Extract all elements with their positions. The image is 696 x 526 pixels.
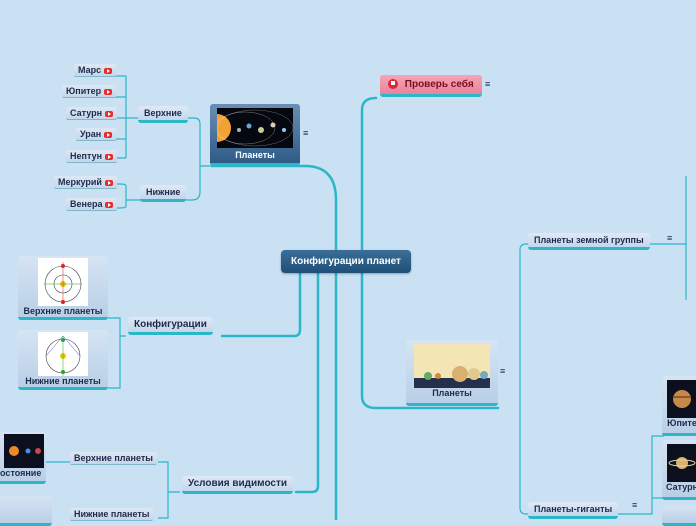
note-icon[interactable]: ≡	[500, 366, 506, 376]
right-planets-card[interactable]: Планеты	[406, 340, 498, 406]
partial-card-right	[662, 506, 696, 526]
youtube-icon[interactable]	[105, 110, 114, 117]
note-icon[interactable]: ≡	[632, 500, 638, 510]
jupiter-card[interactable]: Юпите	[662, 376, 696, 436]
partial-card-bottom	[0, 496, 52, 526]
planet-venus-label: Венера	[70, 199, 103, 209]
lower-config-card[interactable]: Нижние планеты	[18, 330, 108, 390]
jupiter-image	[667, 380, 696, 418]
terrestrial-topic[interactable]: Планеты земной группы	[528, 233, 650, 250]
upper-config-diagram	[38, 258, 88, 306]
visibility-topic[interactable]: Условия видимости	[182, 476, 294, 494]
root-topic[interactable]: Конфигурации планет	[281, 250, 411, 273]
planet-saturn[interactable]: Сатурн	[66, 107, 118, 120]
planet-jupiter[interactable]: Юпитер	[62, 85, 117, 98]
planet-mars-label: Марс	[78, 65, 102, 75]
opposition-image	[4, 434, 44, 468]
planets-card-label: Планеты	[235, 150, 275, 160]
youtube-icon[interactable]	[104, 179, 113, 186]
planet-jupiter-label: Юпитер	[66, 86, 102, 96]
visibility-lower[interactable]: Нижние планеты	[70, 508, 154, 521]
planet-venus[interactable]: Венера	[66, 198, 118, 211]
upper-planets-topic[interactable]: Верхние	[138, 106, 188, 123]
visibility-upper-label: Верхние планеты	[74, 453, 153, 463]
planet-uranus[interactable]: Уран	[76, 128, 117, 141]
planet-neptune-label: Нептун	[70, 151, 103, 161]
note-icon[interactable]: ≡	[303, 128, 309, 138]
solar-system-image	[217, 108, 293, 148]
right-planets-card-label: Планеты	[432, 388, 472, 398]
planets-card[interactable]: Планеты	[210, 104, 300, 166]
upper-config-card[interactable]: Верхние планеты	[18, 256, 108, 320]
saturn-card[interactable]: Сатурн	[662, 440, 696, 500]
giants-topic[interactable]: Планеты-гиганты	[528, 502, 619, 519]
planet-uranus-label: Уран	[80, 129, 102, 139]
youtube-icon[interactable]	[105, 153, 114, 160]
note-icon[interactable]: ≡	[485, 79, 491, 89]
terrestrial-label: Планеты земной группы	[534, 235, 644, 245]
flag-icon	[388, 79, 398, 90]
lower-config-label: Нижние планеты	[25, 376, 101, 386]
check-yourself-label: Проверь себя	[404, 79, 474, 90]
configurations-label: Конфигурации	[134, 319, 207, 330]
youtube-icon[interactable]	[104, 88, 113, 95]
opposition-label: востояние	[0, 468, 42, 478]
lower-config-diagram	[38, 332, 88, 376]
planets-size-image	[414, 344, 490, 388]
visibility-label: Условия видимости	[188, 478, 288, 489]
planet-saturn-label: Сатурн	[70, 108, 103, 118]
root-label: Конфигурации планет	[291, 256, 401, 267]
saturn-label: Сатурн	[665, 482, 696, 492]
upper-config-label: Верхние планеты	[23, 306, 103, 316]
planet-mercury-label: Меркурий	[58, 177, 102, 187]
youtube-icon[interactable]	[104, 131, 113, 138]
jupiter-label: Юпите	[667, 418, 696, 428]
youtube-icon[interactable]	[104, 67, 113, 74]
youtube-icon[interactable]	[105, 201, 114, 208]
lower-planets-label: Нижние	[146, 187, 181, 197]
giants-label: Планеты-гиганты	[534, 504, 613, 514]
planet-neptune[interactable]: Нептун	[66, 150, 118, 163]
opposition-card[interactable]: востояние	[0, 432, 46, 484]
configurations-topic[interactable]: Конфигурации	[128, 317, 213, 335]
lower-planets-topic[interactable]: Нижние	[140, 185, 187, 202]
upper-planets-label: Верхние	[144, 108, 182, 118]
visibility-upper[interactable]: Верхние планеты	[70, 452, 157, 465]
check-yourself-topic[interactable]: Проверь себя	[380, 75, 482, 97]
note-icon[interactable]: ≡	[667, 233, 673, 243]
planet-mercury[interactable]: Меркурий	[54, 176, 117, 189]
saturn-image	[667, 444, 696, 482]
planet-mars[interactable]: Марс	[74, 64, 117, 77]
visibility-lower-label: Нижние планеты	[74, 509, 150, 519]
